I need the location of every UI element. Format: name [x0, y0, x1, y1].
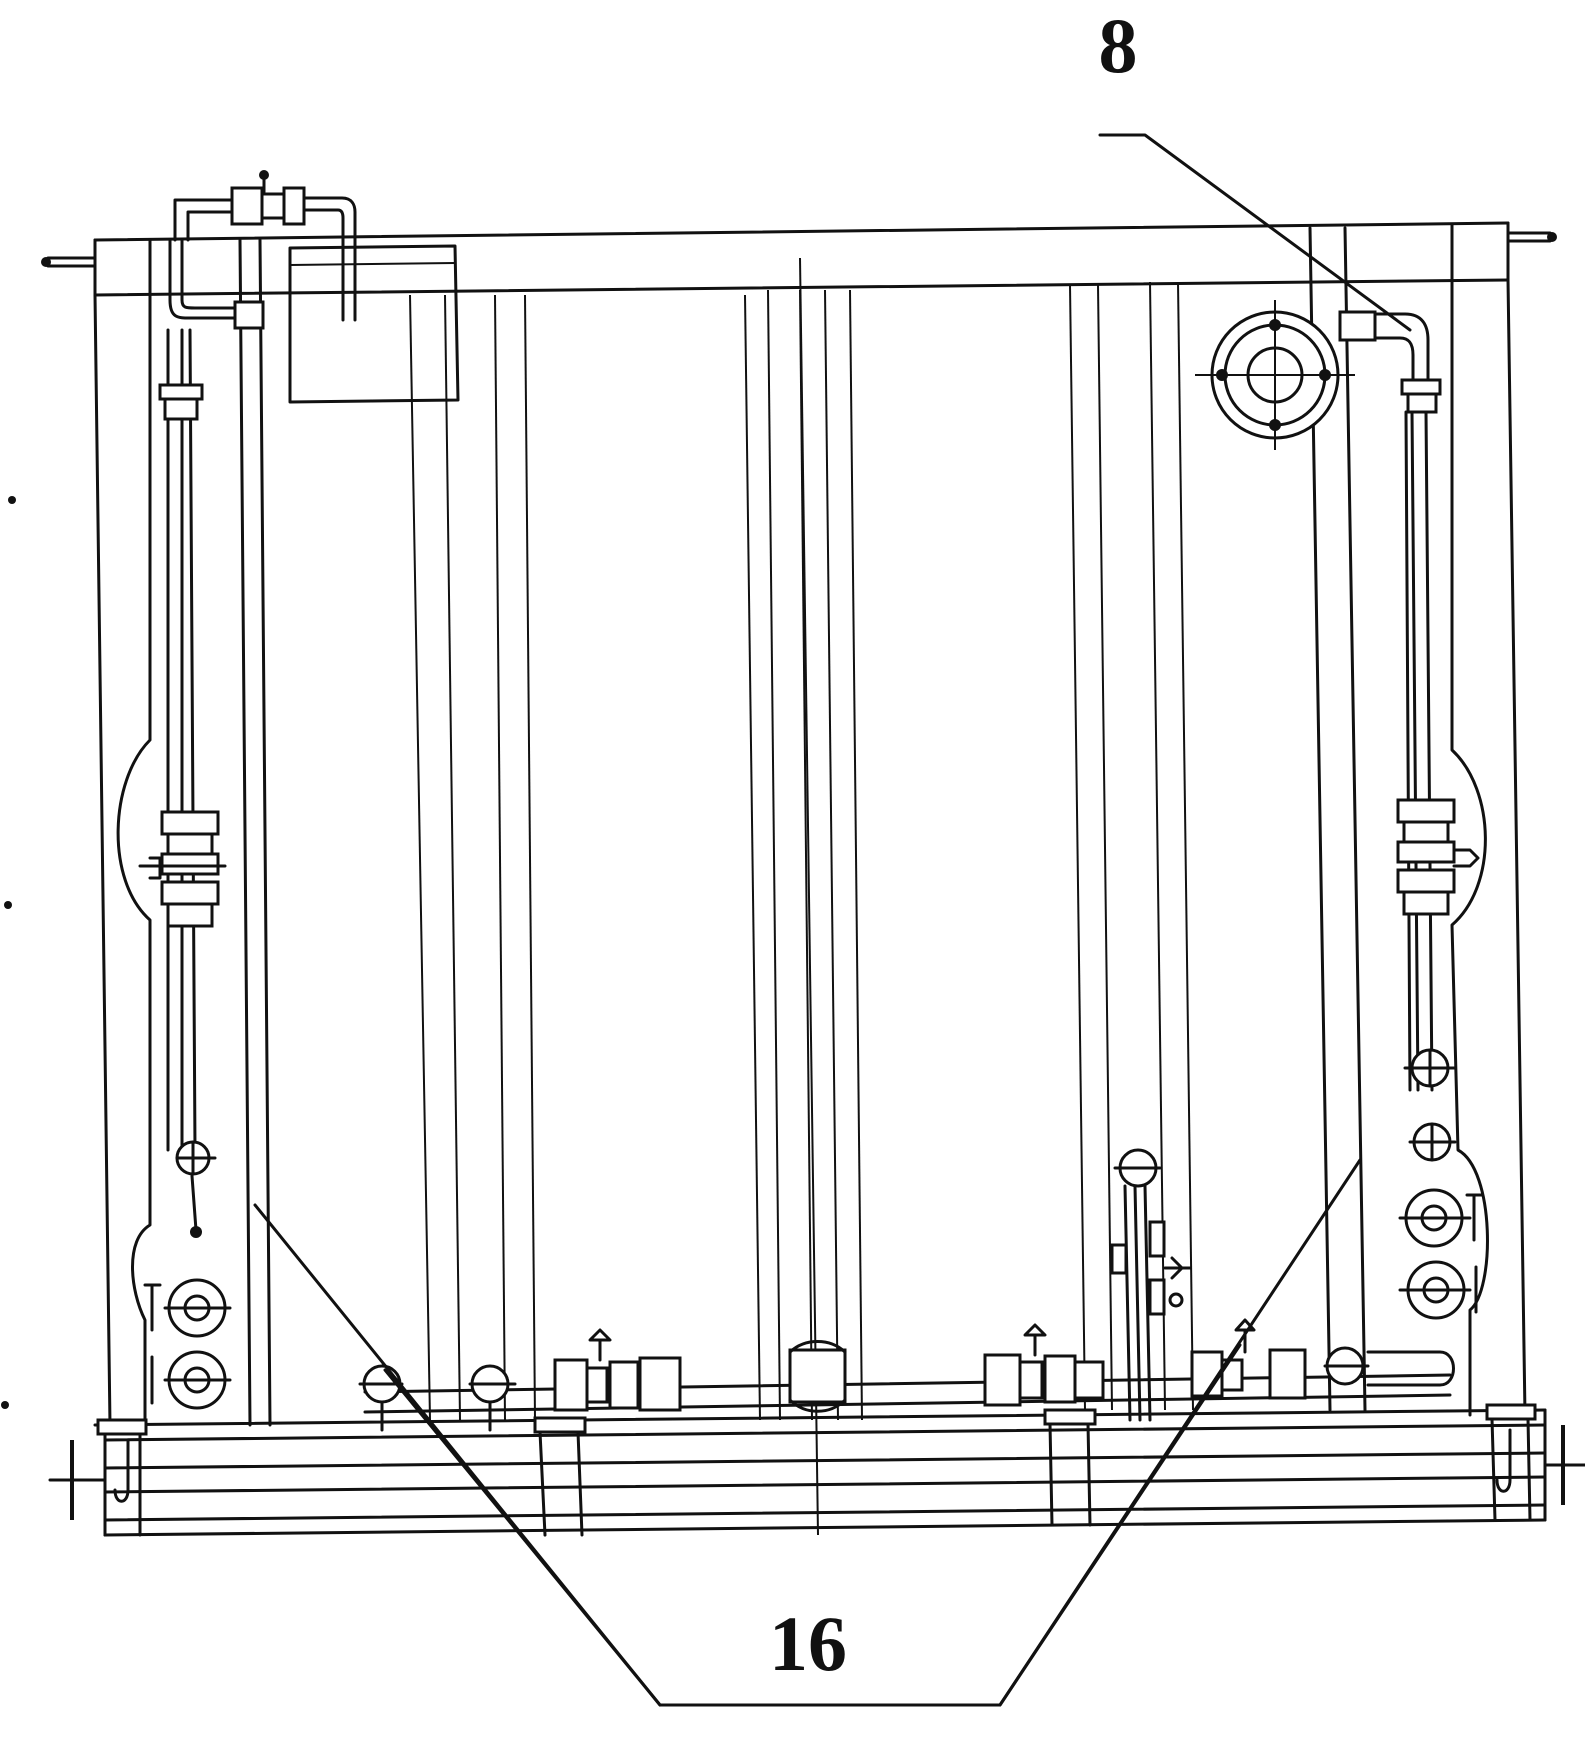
- margin-dots: [1, 496, 16, 1409]
- callout-label-16: 16: [769, 1600, 847, 1687]
- callout-leaders: [253, 133, 1412, 1707]
- left-side-frame: [93, 238, 272, 1427]
- top-left-box: [288, 244, 460, 404]
- callout-label-8: 8: [1099, 2, 1138, 89]
- central-valve-stack: [1110, 1148, 1192, 1422]
- top-beam: [41, 221, 1557, 297]
- bottom-manifold: [358, 1318, 1455, 1432]
- right-mid-valve: [1396, 798, 1480, 916]
- left-lower-valves: [143, 1140, 232, 1410]
- left-mid-valve: [138, 810, 227, 928]
- base-frame: [48, 1403, 1585, 1537]
- right-lower-valves: [1398, 1048, 1484, 1320]
- interior-verticals: [409, 257, 1194, 1536]
- top-right-piping: [1338, 310, 1442, 1092]
- top-right-flange: [1195, 300, 1355, 450]
- top-left-piping: [158, 170, 357, 1152]
